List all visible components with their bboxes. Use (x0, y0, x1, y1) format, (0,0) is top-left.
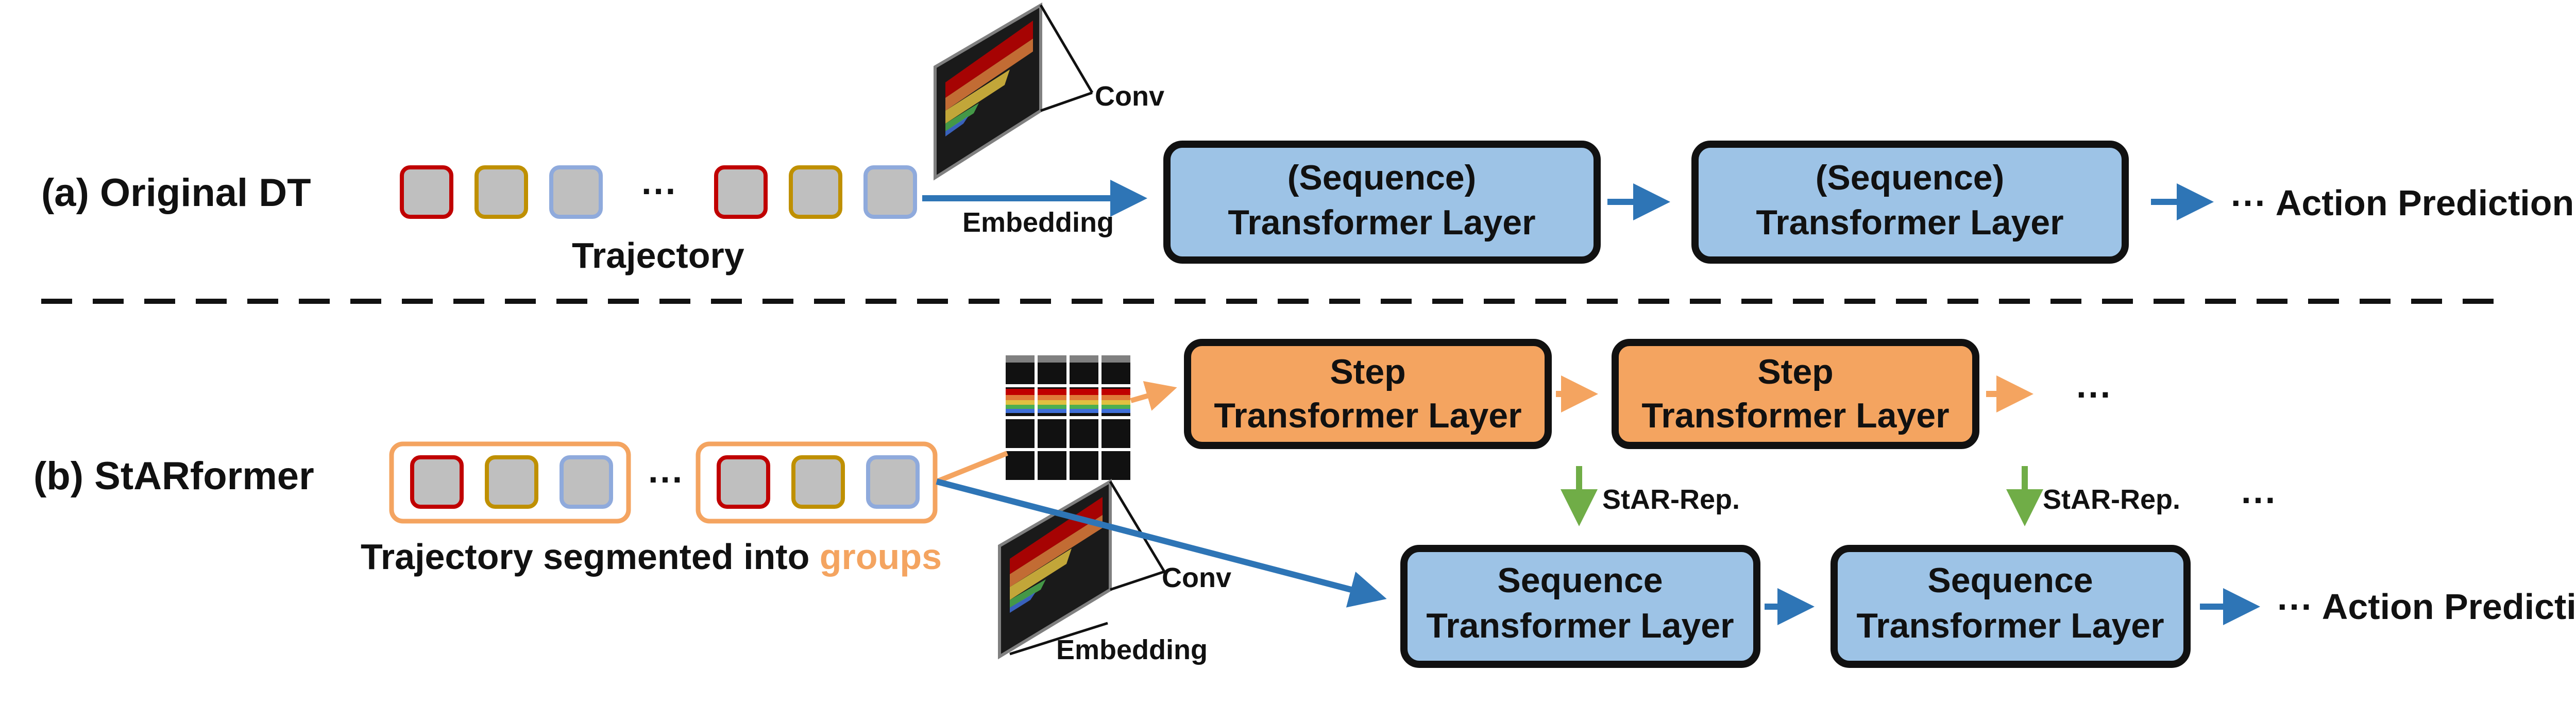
part-a-title: (a) Original DT (41, 171, 311, 215)
token-gold (791, 455, 845, 509)
token-gold (474, 165, 528, 219)
group-to-patch-line (936, 451, 1008, 484)
patch-grid (1005, 353, 1133, 482)
step-layer-1-line1: Step (1330, 352, 1405, 391)
conv-label-b: Conv (1162, 562, 1231, 593)
step-layer-1 (1184, 339, 1552, 449)
embedding-label-b: Embedding (1056, 634, 1208, 665)
sequence-layer-b2-line2: Transformer Layer (1856, 606, 2164, 645)
sequence-layer-a1 (1163, 141, 1601, 264)
sequence-layer-a1-line2: Transformer Layer (1228, 203, 1535, 242)
sequence-layer-b1 (1400, 545, 1760, 668)
star-rep-label-2: StAR-Rep. (2043, 484, 2180, 515)
token-red (400, 165, 453, 219)
step-more: ··· (2076, 374, 2112, 415)
sequence-layer-b2-line1: Sequence (1927, 561, 2093, 600)
sequence-layer-a1-line1: (Sequence) (1287, 158, 1477, 197)
step-layer-2-line2: Transformer Layer (1641, 396, 1949, 435)
ellipsis-a: ··· (641, 171, 677, 211)
sequence-layer-b1-line2: Transformer Layer (1426, 606, 1734, 645)
token-blue (863, 165, 917, 219)
caption-highlight: groups (820, 537, 942, 577)
game-frame-a (934, 2, 1042, 181)
token-blue (866, 455, 920, 509)
sequence-layer-b1-line1: Sequence (1497, 561, 1663, 600)
step-layer-1-line2: Transformer Layer (1214, 396, 1521, 435)
embedding-arrow-b (936, 478, 1387, 608)
token-red (714, 165, 768, 219)
group-box-2 (696, 441, 938, 524)
star-rep-label-1: StAR-Rep. (1602, 484, 1740, 515)
token-red (717, 455, 770, 509)
sequence-layer-a2 (1691, 141, 2129, 264)
action-prediction-b: ··· Action Prediction (2277, 587, 2576, 627)
ellipsis-b: ··· (648, 459, 684, 500)
patch-to-step-arrow (1130, 381, 1177, 411)
caption-prefix: Trajectory segmented into (361, 537, 820, 577)
caption-b: Trajectory segmented into groups (361, 537, 942, 577)
star-more: ··· (2241, 480, 2277, 520)
token-blue (560, 455, 613, 509)
group-box-1 (389, 441, 631, 524)
token-gold (789, 165, 842, 219)
action-prediction-a: ··· Action Prediction (2231, 183, 2574, 223)
conv-label-a: Conv (1095, 81, 1164, 112)
part-b-title: (b) StARformer (33, 454, 314, 498)
token-red (410, 455, 464, 509)
trajectory-label: Trajectory (572, 235, 744, 276)
step-layer-2 (1612, 339, 1979, 449)
sequence-layer-b2 (1831, 545, 2191, 668)
sequence-layer-a2-line1: (Sequence) (1816, 158, 2005, 197)
token-gold (485, 455, 538, 509)
trajectory-tokens-b (410, 455, 920, 509)
sequence-layer-a2-line2: Transformer Layer (1756, 203, 2063, 242)
embedding-label-a: Embedding (962, 207, 1114, 238)
game-frame-b (998, 478, 1112, 660)
token-blue (549, 165, 603, 219)
step-layer-2-line1: Step (1757, 352, 1833, 391)
trajectory-tokens-a (400, 165, 917, 219)
